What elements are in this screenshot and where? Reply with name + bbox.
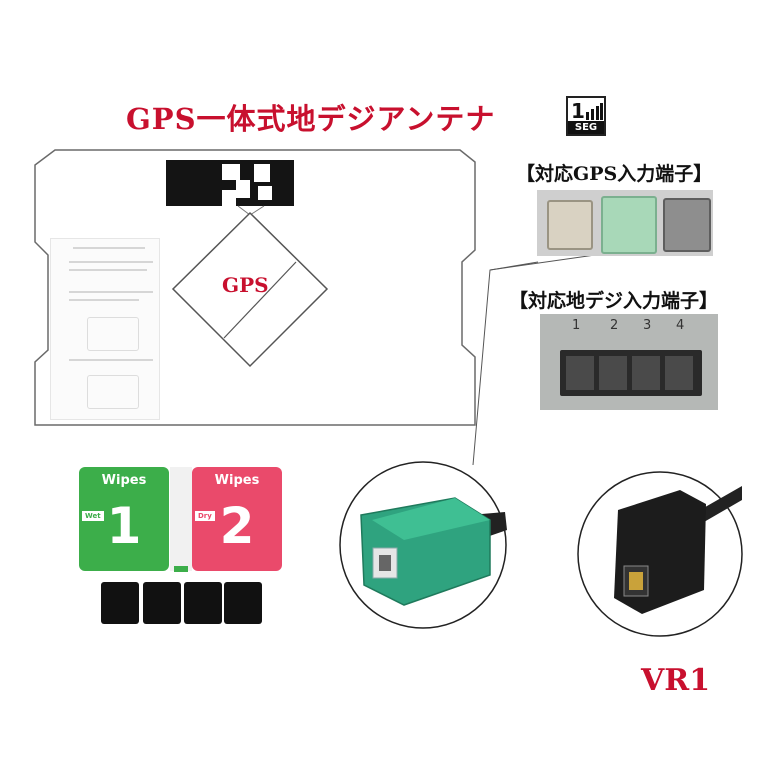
gps-diamond: [171, 211, 329, 368]
wipe-dry-card: Wipes 2 Dry: [192, 467, 282, 571]
seg-text: SEG: [568, 121, 604, 134]
product-title: GPS一体式地デジアンテナ: [126, 102, 496, 136]
green-tab: [174, 566, 188, 572]
gps-terminal-label: 【対応GPS入力端子】: [516, 163, 713, 185]
wipe-number: 1: [106, 497, 142, 555]
wipe-wet-card: Wipes 1 Wet: [79, 467, 169, 571]
wipe-title: Wipes: [214, 473, 260, 488]
terminal-number: 3: [643, 318, 652, 333]
one-seg-badge-icon: 1 SEG: [566, 96, 606, 136]
wipe-number: 2: [219, 497, 255, 555]
gps-terminal-photo: [537, 190, 713, 256]
wipe-title: Wipes: [101, 473, 147, 488]
clip-icon: [143, 582, 181, 624]
instruction-sheet: [50, 238, 160, 420]
wipe-divider: [170, 467, 192, 571]
seg-number: 1: [571, 99, 585, 123]
terminal-number: 4: [676, 318, 685, 333]
film-outline: [34, 149, 476, 426]
digital-terminal-label: 【対応地デジ入力端子】: [509, 290, 719, 312]
wipe-tag: Wet: [82, 511, 104, 521]
clip-icon: [224, 582, 262, 624]
gps-label: GPS: [222, 273, 269, 297]
terminal-number: 1: [572, 318, 581, 333]
signal-bars-icon: [586, 103, 603, 120]
digital-terminal-photo: 1 2 3 4: [540, 314, 718, 410]
clip-icon: [101, 582, 139, 624]
wipe-tag: Dry: [195, 511, 215, 521]
terminal-number: 2: [610, 318, 619, 333]
clip-icon: [184, 582, 222, 624]
vr1-label: VR1: [641, 663, 711, 698]
